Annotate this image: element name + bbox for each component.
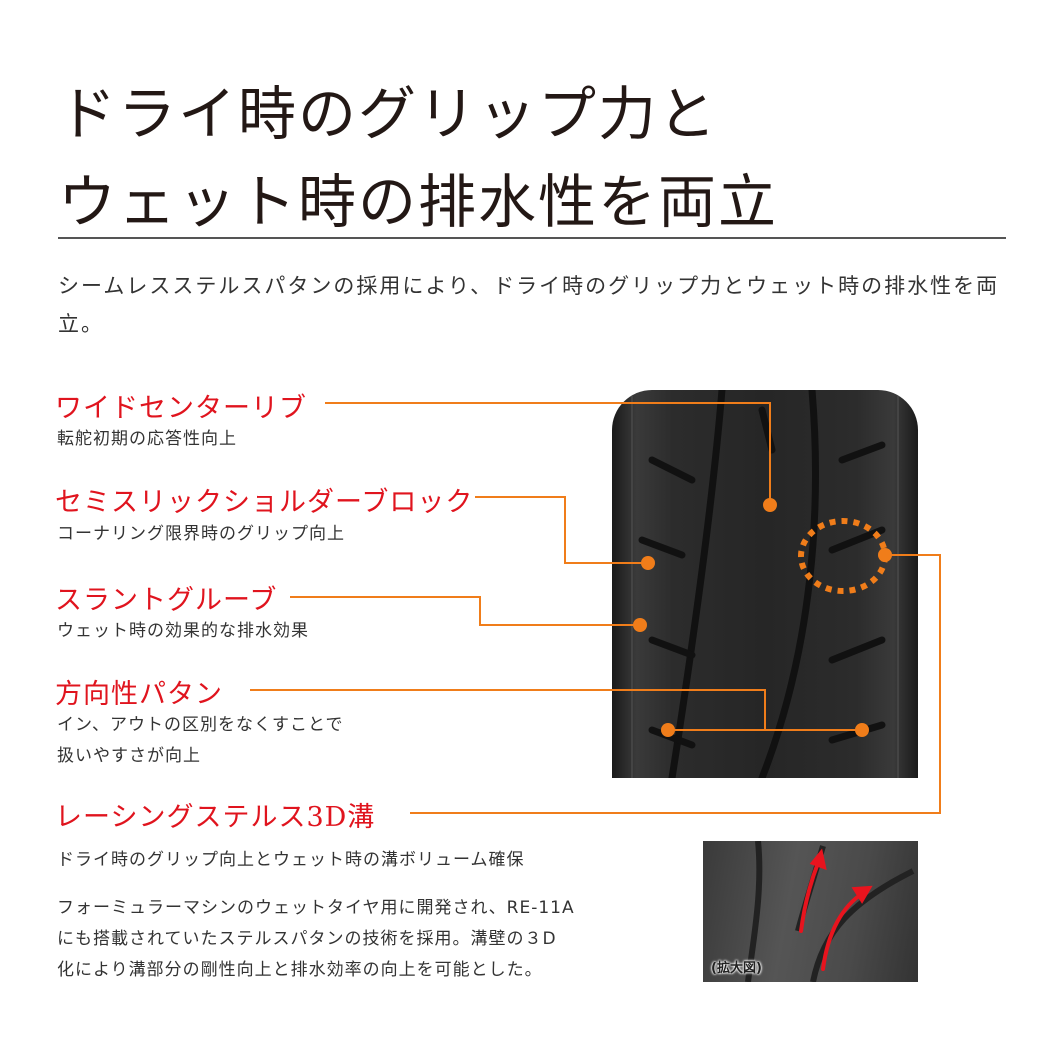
- groove-arrows: [745, 841, 915, 982]
- tire-tread-image: [612, 390, 918, 778]
- callout-dot: [661, 723, 675, 737]
- callout-line-center-rib: [325, 402, 771, 505]
- callout-line-3d-groove: [410, 554, 941, 814]
- page-title: ドライ時のグリップ力とウェット時の排水性を両立: [58, 70, 778, 246]
- detail-line: にも搭載されていたステルスパタンの技術を採用。溝壁の３D: [57, 929, 557, 949]
- feature-heading-shoulder-block: セミスリックショルダーブロック: [55, 487, 474, 518]
- detail-line: 化により溝部分の剛性向上と排水効率の向上を可能とした。: [57, 960, 543, 980]
- divider: [58, 237, 1006, 239]
- feature-heading-directional-pattern: 方向性パタン: [55, 679, 223, 710]
- callout-line-shoulder-block: [475, 496, 648, 564]
- callout-line-slant-groove: [290, 596, 640, 626]
- callout-line-directional: [250, 689, 766, 730]
- feature-desc: ウェット時の効果的な排水効果: [57, 621, 309, 641]
- feature-desc: ドライ時のグリップ向上とウェット時の溝ボリューム確保: [57, 850, 525, 870]
- callout-dot: [641, 556, 655, 570]
- title-line-1: ドライ時のグリップ力と: [58, 80, 719, 148]
- callout-dot: [855, 723, 869, 737]
- detail-line: フォーミュラーマシンのウェットタイヤ用に開発され、RE-11A: [57, 898, 575, 918]
- feature-desc: イン、アウトの区別をなくすことで: [57, 715, 344, 735]
- callout-dot: [878, 548, 892, 562]
- highlight-circle: [798, 518, 888, 594]
- feature-heading-slant-groove: スラントグルーブ: [55, 585, 278, 616]
- feature-heading-wide-center-rib: ワイドセンターリブ: [55, 393, 307, 424]
- callout-dot: [633, 618, 647, 632]
- feature-heading-3d-groove: レーシングステルス3D溝: [55, 802, 376, 833]
- zoomed-groove-image: (拡大図): [703, 841, 918, 982]
- callout-dot: [763, 498, 777, 512]
- intro-text: シームレスステルスパタンの採用により、ドライ時のグリップ力とウェット時の排水性を…: [58, 274, 1000, 336]
- feature-desc: 扱いやすさが向上: [57, 746, 201, 766]
- feature-desc: 転舵初期の応答性向上: [57, 429, 237, 449]
- feature-desc: コーナリング限界時のグリップ向上: [57, 524, 345, 544]
- zoom-caption: (拡大図): [711, 961, 762, 976]
- title-line-2: ウェット時の排水性を両立: [58, 168, 779, 236]
